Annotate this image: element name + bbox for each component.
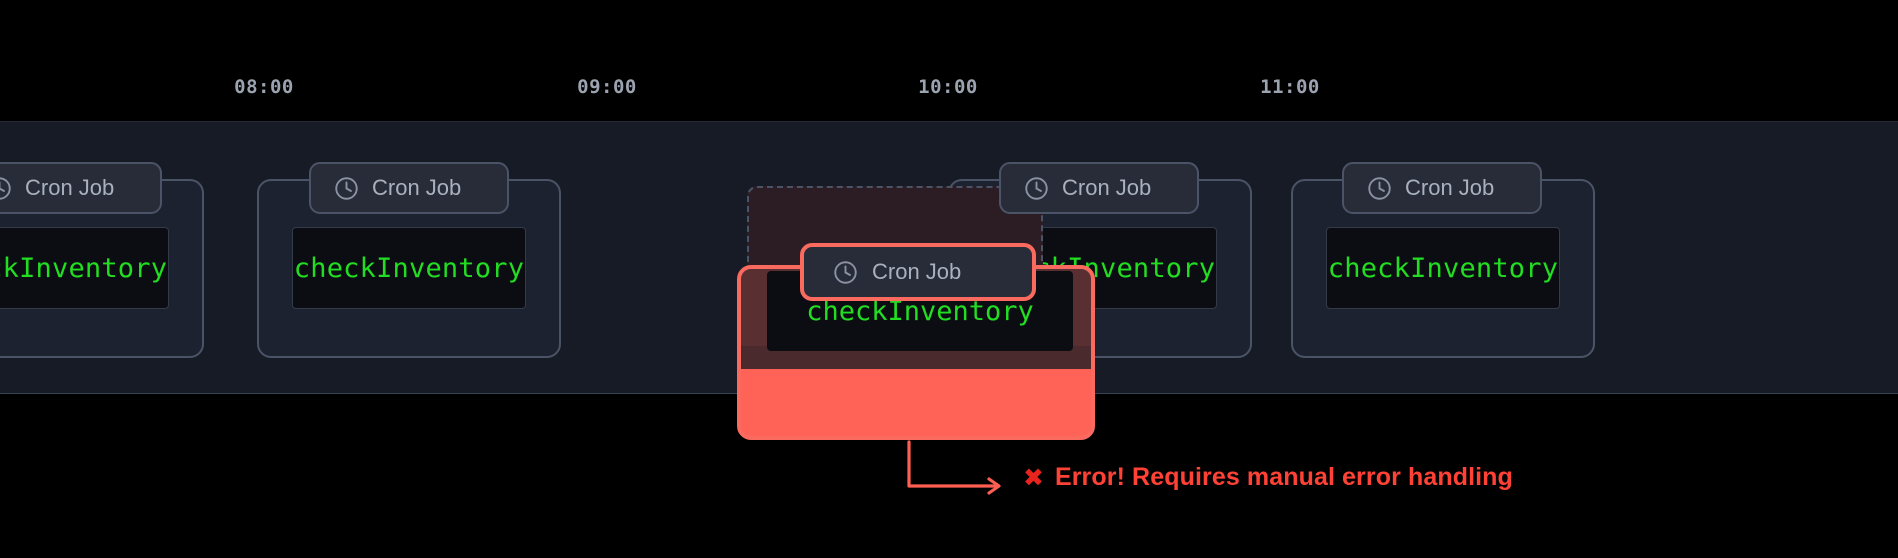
- job-function-box: checkInventory: [292, 227, 526, 309]
- job-badge-label: Cron Job: [25, 175, 115, 200]
- job-badge[interactable]: Cron Job: [0, 162, 162, 214]
- cross-mark-icon: ✖: [1023, 463, 1044, 492]
- timeline-tick-label: 09:00: [577, 76, 637, 98]
- job-card[interactable]: checkInventory: [0, 179, 204, 358]
- timeline-tick-label: 08:00: [234, 76, 294, 98]
- timeline-ruler: 08:00 09:00 10:00 11:00: [0, 0, 1898, 121]
- error-job-badge-label: Cron Job: [872, 259, 962, 284]
- timeline-tick-label: 11:00: [1260, 76, 1320, 98]
- job-badge-label: Cron Job: [1405, 175, 1495, 200]
- job-badge[interactable]: Cron Job: [999, 162, 1199, 214]
- job-badge-label: Cron Job: [372, 175, 462, 200]
- job-function-name: checkInventory: [293, 252, 525, 284]
- job-function-name: checkInventory: [1327, 252, 1559, 284]
- timeline-tick-label: 10:00: [918, 76, 978, 98]
- annotation-arrow-icon: [905, 440, 1015, 502]
- job-badge[interactable]: Cron Job: [309, 162, 509, 214]
- clock-icon: [1023, 175, 1050, 202]
- error-message-text: Error! Requires manual error handling: [1054, 463, 1513, 491]
- job-function-box: checkInventory: [1326, 227, 1560, 309]
- clock-icon: [0, 175, 13, 202]
- clock-icon: [333, 175, 360, 202]
- clock-icon: [832, 259, 859, 286]
- job-badge[interactable]: Cron Job: [1342, 162, 1542, 214]
- clock-icon: [1366, 175, 1393, 202]
- error-job-badge[interactable]: Cron Job: [800, 243, 1036, 301]
- error-annotation: ✖ Error! Requires manual error handling: [905, 440, 1513, 502]
- job-function-name: checkInventory: [0, 252, 168, 284]
- error-message-group: ✖ Error! Requires manual error handling: [1023, 463, 1513, 492]
- job-badge-label: Cron Job: [1062, 175, 1152, 200]
- job-function-box: checkInventory: [0, 227, 169, 309]
